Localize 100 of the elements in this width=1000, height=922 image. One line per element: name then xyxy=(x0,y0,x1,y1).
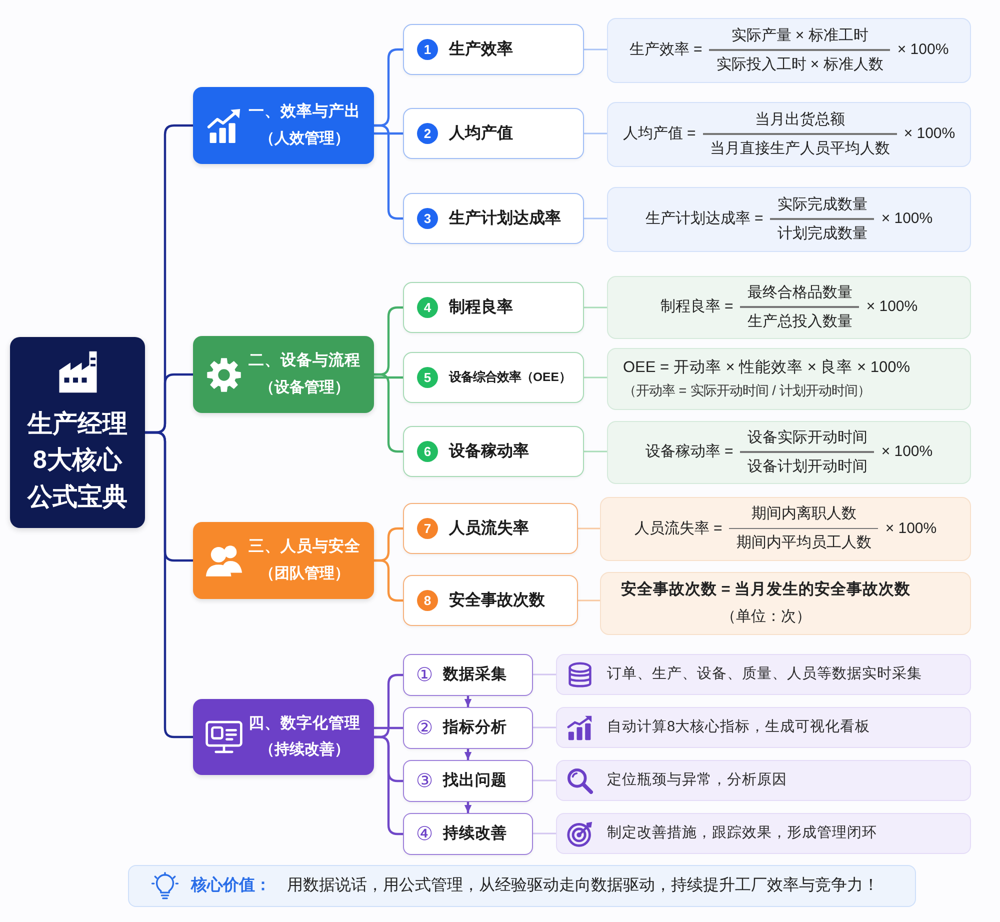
multiplier: × 100% xyxy=(897,41,949,60)
description-text: 定位瓶颈与异常，分析原因 xyxy=(607,771,787,790)
arrow xyxy=(464,696,472,707)
metric-box xyxy=(403,193,584,244)
description-box xyxy=(556,707,971,748)
metric-box xyxy=(403,575,578,626)
formula-text: OEE = 开动率 × 性能效率 × 良率 × 100% xyxy=(623,358,910,378)
category-title: 四、数字化管理 xyxy=(248,714,360,734)
step-box xyxy=(403,813,533,855)
step-number: ③ xyxy=(416,772,434,790)
denominator: 设备计划开动时间 xyxy=(747,458,868,476)
title-text: 生产经理8大核心公式宝典 xyxy=(26,409,128,513)
category-subtitle: （人效管理） xyxy=(260,130,350,149)
numerator: 期间内离职人数 xyxy=(751,505,856,524)
formula-label: 制程良率 = xyxy=(660,298,734,317)
denominator: 计划完成数量 xyxy=(777,224,868,244)
step-number: ② xyxy=(416,718,434,738)
connector-line xyxy=(533,832,556,834)
formula-box xyxy=(600,572,971,635)
connector-line xyxy=(533,780,556,782)
formula-box xyxy=(607,348,971,410)
metric-title: 设备综合效率（OEE） xyxy=(449,370,571,386)
banner-text: 用数据说话，用公式管理，从经验驱动走向数据驱动，持续提升工厂效率与竞争力！ xyxy=(287,876,879,896)
metric-box xyxy=(403,352,584,403)
category-title: 三、人员与安全 xyxy=(248,537,360,557)
category-subtitle: （设备管理） xyxy=(260,378,350,398)
metric-box xyxy=(403,426,584,477)
summary-banner xyxy=(128,865,916,907)
numerator: 最终合格品数量 xyxy=(747,284,852,302)
category-subtitle: （团队管理） xyxy=(260,564,350,584)
arrow xyxy=(464,749,472,760)
connector-line xyxy=(578,528,600,530)
formula-box xyxy=(607,421,971,484)
connector-line xyxy=(584,48,607,50)
denominator: 期间内平均员工人数 xyxy=(736,534,872,553)
banner-heading: 核心价值： xyxy=(191,876,271,896)
description-box xyxy=(556,760,971,801)
metric-box xyxy=(403,24,584,75)
formula-box xyxy=(607,276,971,339)
category-title: 二、设备与流程 xyxy=(248,351,360,371)
formula-note: （开动率 = 实际开动时间 / 计划开动时间） xyxy=(623,383,871,400)
number-badge: 6 xyxy=(417,441,438,462)
metric-title: 生产计划达成率 xyxy=(449,208,561,228)
formula-box xyxy=(607,187,971,252)
description-text: 制定改善措施，跟踪效果，形成管理闭环 xyxy=(607,824,877,843)
step-title: 数据采集 xyxy=(443,665,508,685)
metric-box xyxy=(403,108,584,159)
formula-label: 人员流失率 = xyxy=(634,520,722,538)
title-box xyxy=(10,337,145,528)
number-badge: 3 xyxy=(417,208,438,229)
formula-label: 生产效率 = xyxy=(629,41,702,60)
number-badge: 2 xyxy=(417,123,438,144)
category-box xyxy=(193,87,374,164)
multiplier: × 100% xyxy=(881,443,933,462)
connector-line xyxy=(374,376,403,379)
formula-box xyxy=(600,497,971,561)
connector-line xyxy=(584,450,607,452)
step-box xyxy=(403,654,533,696)
step-number: ① xyxy=(416,666,434,684)
multiplier: × 100% xyxy=(885,520,937,538)
numerator: 实际产量 × 标准工时 xyxy=(731,26,868,46)
number-badge: 7 xyxy=(417,518,438,539)
formula-box xyxy=(607,18,971,83)
connector-line xyxy=(584,376,607,378)
connector-line xyxy=(533,674,556,676)
step-title: 持续改善 xyxy=(443,824,508,844)
connector-line xyxy=(584,218,607,220)
metric-title: 制程良率 xyxy=(449,298,513,318)
connector-line xyxy=(145,431,193,738)
metric-title: 设备稼动率 xyxy=(449,442,529,462)
numerator: 设备实际开动时间 xyxy=(747,428,868,448)
metric-title: 人员流失率 xyxy=(449,518,529,538)
multiplier: × 100% xyxy=(904,125,956,144)
numerator: 实际完成数量 xyxy=(777,196,868,214)
step-number: ④ xyxy=(416,824,434,844)
denominator: 实际投入工时 × 标准人数 xyxy=(716,56,884,74)
denominator: 当月直接生产人员平均人数 xyxy=(710,140,890,158)
category-title: 一、效率与产出 xyxy=(248,102,360,122)
connector-line xyxy=(374,726,403,730)
arrow xyxy=(464,802,472,813)
category-box xyxy=(193,522,374,599)
formula-box xyxy=(607,102,971,167)
numerator: 当月出货总额 xyxy=(754,110,845,130)
formula-label: 设备稼动率 = xyxy=(645,443,734,462)
step-box xyxy=(403,707,533,749)
number-badge: 5 xyxy=(417,367,438,388)
number-badge: 8 xyxy=(417,590,438,611)
formula-label: 生产计划达成率 = xyxy=(645,210,764,229)
category-subtitle: （持续改善） xyxy=(260,741,350,760)
step-title: 找出问题 xyxy=(443,771,508,791)
multiplier: × 100% xyxy=(866,298,918,317)
description-box xyxy=(556,654,971,695)
metric-title: 安全事故次数 xyxy=(449,590,545,610)
description-text: 订单、生产、设备、质量、人员等数据实时采集 xyxy=(607,665,922,684)
metric-box xyxy=(403,503,578,554)
formula-note: （单位：次） xyxy=(720,608,811,627)
step-box xyxy=(403,760,533,802)
connector-line xyxy=(533,726,556,728)
category-box xyxy=(193,336,374,413)
description-box xyxy=(556,813,971,854)
